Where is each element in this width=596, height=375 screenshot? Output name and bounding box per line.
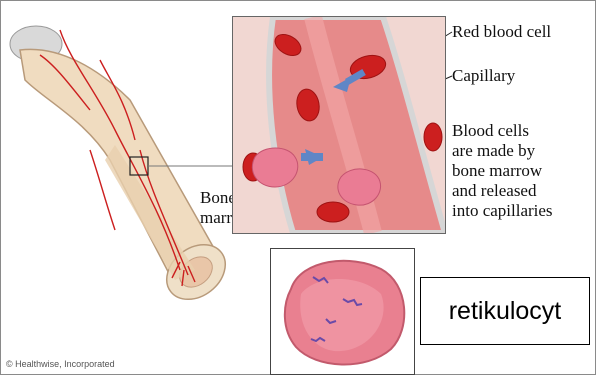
capillary-label: Capillary: [452, 66, 515, 86]
capillary-inset: [232, 16, 446, 234]
credit-text: © Healthwise, Incorporated: [6, 359, 115, 369]
description-label: Blood cells are made by bone marrow and …: [452, 121, 592, 221]
reticulocyte-closeup: [270, 248, 415, 375]
term-label-box: retikulocyt: [420, 277, 590, 345]
red-blood-cell-label: Red blood cell: [452, 22, 551, 42]
